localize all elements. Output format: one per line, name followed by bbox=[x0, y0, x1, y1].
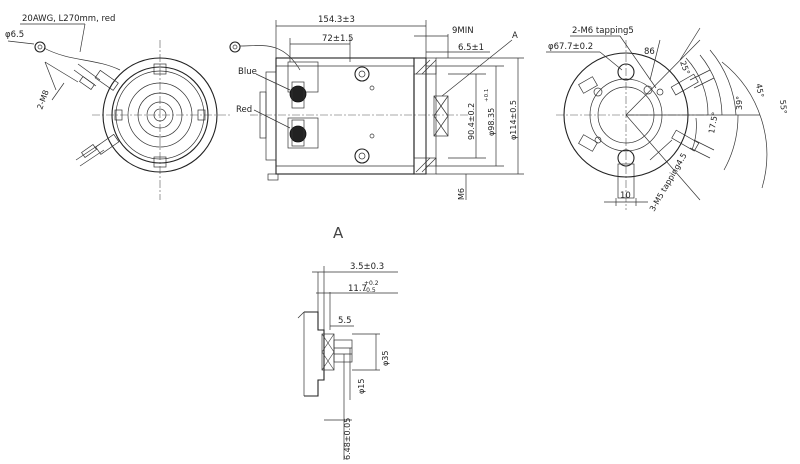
pcd-label: φ67.7±0.2 bbox=[548, 42, 593, 52]
height-dim-3: φ114±0.5 bbox=[509, 100, 518, 140]
detail-dim-4: φ35 bbox=[381, 351, 390, 366]
section-ref-label: A bbox=[512, 31, 518, 41]
thread-label: 2-M8 bbox=[35, 89, 50, 111]
red-terminal-label: Red bbox=[236, 105, 252, 115]
terminal-stud-upper bbox=[73, 63, 119, 91]
detail-a-title: A bbox=[333, 224, 344, 242]
back-stud-lower bbox=[671, 129, 715, 159]
angle-39: 39° bbox=[735, 96, 744, 110]
detail-dim-2: 11.7 bbox=[348, 284, 367, 294]
detail-dim-1: 3.5±0.3 bbox=[350, 262, 384, 272]
detail-dim-5: φ15 bbox=[357, 379, 366, 394]
wire-note: 20AWG, L270mm, red bbox=[22, 14, 115, 24]
detail-a: A 3.5±0.3 11.7 +0.2 -0.5 5.5 φ35 bbox=[297, 224, 398, 460]
height-dim-2: φ98.35 bbox=[487, 108, 496, 136]
dim-86: 86 bbox=[644, 47, 655, 57]
ring-dia-label: φ6.5 bbox=[5, 30, 24, 40]
side-view: 154.3±3 72±1.5 9MIN 6.5±1 A Blue Red 90.… bbox=[229, 15, 524, 200]
back-view: 2-M6 tapping5 φ67.7±0.2 86 25° 45° 55° 3… bbox=[546, 26, 788, 213]
angle-17: 17.5° bbox=[707, 111, 720, 134]
blue-terminal-label: Blue bbox=[238, 67, 257, 77]
terminal-blue bbox=[287, 61, 319, 109]
min-gap-dim: 9MIN bbox=[452, 26, 474, 36]
detail-dim-3: 5.5 bbox=[338, 316, 352, 326]
terminal-red bbox=[287, 117, 319, 149]
tap-note-m6: 2-M6 tapping5 bbox=[572, 26, 634, 36]
detail-dim-2-lower: -0.5 bbox=[364, 287, 376, 294]
height-dim-2-tol: +0.1 bbox=[484, 89, 490, 102]
detail-dim-6: 6.48±0.05 bbox=[343, 418, 352, 460]
height-dim-1: 90.4±0.2 bbox=[467, 103, 476, 140]
dim-10: 10 bbox=[620, 191, 631, 201]
flange-dim: 6.5±1 bbox=[458, 43, 484, 53]
angle-45: 45° bbox=[754, 83, 765, 99]
overall-length-dim: 154.3±3 bbox=[318, 15, 355, 25]
angle-55: 55° bbox=[778, 99, 788, 114]
back-stud-upper bbox=[670, 69, 715, 96]
bottom-thread-label: M6 bbox=[457, 188, 466, 200]
front-view: 20AWG, L270mm, red φ6.5 2-M8 bbox=[5, 14, 230, 200]
detail-dim-2-upper: +0.2 bbox=[364, 280, 379, 287]
inner-length-dim: 72±1.5 bbox=[322, 34, 353, 44]
terminal-stud-lower bbox=[75, 133, 120, 167]
